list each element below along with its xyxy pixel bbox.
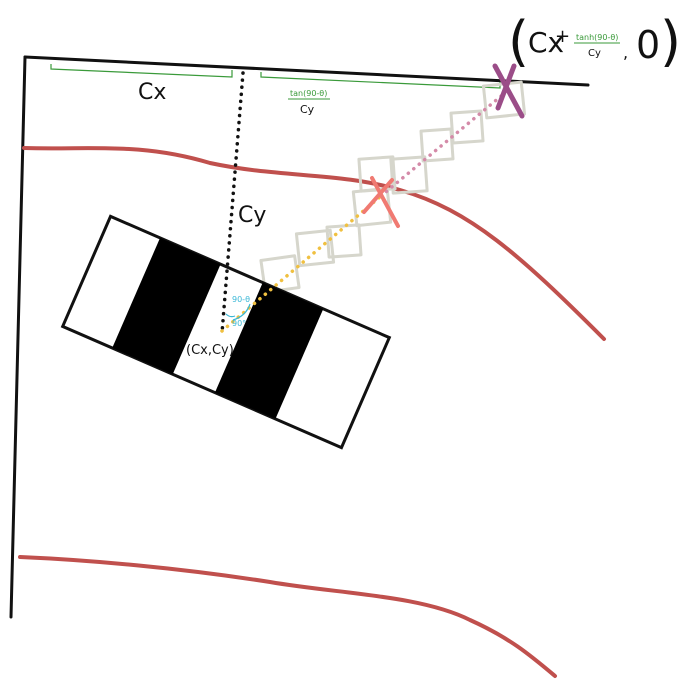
pink-dotted-line (379, 90, 508, 198)
endpoint-plus: + (555, 26, 570, 47)
cy-dotted-line (220, 71, 245, 335)
robot-body (60, 214, 392, 450)
endpoint-close-paren: ) (660, 10, 681, 73)
lower-red-line (18, 555, 557, 678)
upper-red-line (22, 146, 606, 341)
tan-numerator: tan(90-θ) (290, 89, 327, 98)
tan-denominator: Cy (300, 103, 315, 116)
left-wall-line (9, 55, 27, 619)
endpoint-zero: 0 (636, 23, 660, 67)
intersection-x-mark (362, 176, 400, 228)
angle-label-bottom: 90° (232, 319, 246, 328)
endpoint-open-paren: ( (508, 10, 529, 73)
center-point-label: (Cx,Cy) (186, 343, 234, 358)
cy-label: Cy (238, 203, 266, 228)
angle-arc-lower (225, 313, 236, 318)
endpoint-comma: , (623, 43, 628, 62)
endpoint-x-mark (492, 63, 525, 119)
endpoint-tan-numerator: tanh(90-θ) (576, 33, 618, 42)
angle-arc (232, 303, 251, 321)
endpoint-cx: Cx (528, 26, 564, 59)
cx-bracket (50, 64, 233, 78)
endpoint-tan-denominator: Cy (588, 48, 601, 59)
angle-label-top: 90-θ (232, 295, 250, 304)
top-wall-line (23, 55, 590, 87)
cx-label: Cx (138, 80, 166, 105)
